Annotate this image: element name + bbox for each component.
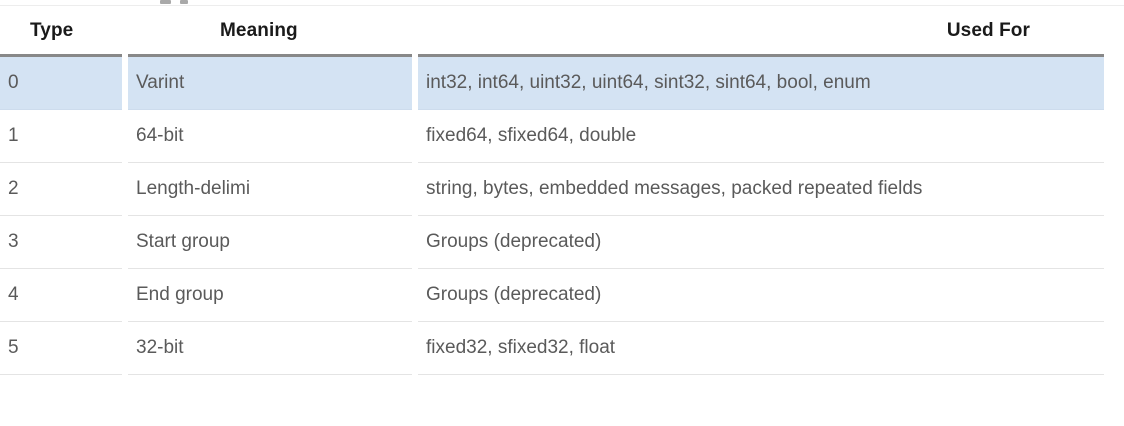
cell-type: 3 xyxy=(0,216,122,269)
table-row: 2 Length-delimi string, bytes, embedded … xyxy=(0,163,1104,216)
column-header-used-for: Used For xyxy=(418,12,1104,57)
cell-used-for: fixed32, sfixed32, float xyxy=(418,322,1104,375)
cell-used-for: string, bytes, embedded messages, packed… xyxy=(418,163,1104,216)
cell-meaning: 64-bit xyxy=(128,110,412,163)
cell-type: 0 xyxy=(0,57,122,110)
cell-meaning: Length-delimi xyxy=(128,163,412,216)
cell-meaning: Start group xyxy=(128,216,412,269)
table-row: 5 32-bit fixed32, sfixed32, float xyxy=(0,322,1104,375)
clipped-glyph-fragment xyxy=(180,0,188,4)
cell-meaning: 32-bit xyxy=(128,322,412,375)
table-body: 0 Varint int32, int64, uint32, uint64, s… xyxy=(0,57,1104,375)
cell-type: 4 xyxy=(0,269,122,322)
column-header-meaning: Meaning xyxy=(128,12,412,57)
cell-used-for: Groups (deprecated) xyxy=(418,269,1104,322)
clipped-text-remnant xyxy=(0,0,1124,6)
cell-used-for: fixed64, sfixed64, double xyxy=(418,110,1104,163)
cell-meaning: End group xyxy=(128,269,412,322)
table-row: 0 Varint int32, int64, uint32, uint64, s… xyxy=(0,57,1104,110)
table-row: 3 Start group Groups (deprecated) xyxy=(0,216,1104,269)
clipped-glyph-fragment xyxy=(160,0,171,4)
cell-type: 5 xyxy=(0,322,122,375)
table-header-row: Type Meaning Used For xyxy=(0,12,1104,57)
cell-meaning: Varint xyxy=(128,57,412,110)
top-hairline-divider xyxy=(0,5,1124,6)
table-row: 1 64-bit fixed64, sfixed64, double xyxy=(0,110,1104,163)
cell-type: 1 xyxy=(0,110,122,163)
wire-type-table-container: Type Meaning Used For 0 Varint int32, in… xyxy=(0,12,1104,375)
wire-type-table: Type Meaning Used For 0 Varint int32, in… xyxy=(0,12,1110,375)
table-header: Type Meaning Used For xyxy=(0,12,1104,57)
cell-used-for: Groups (deprecated) xyxy=(418,216,1104,269)
table-row: 4 End group Groups (deprecated) xyxy=(0,269,1104,322)
cell-used-for: int32, int64, uint32, uint64, sint32, si… xyxy=(418,57,1104,110)
column-header-type: Type xyxy=(0,12,122,57)
cell-type: 2 xyxy=(0,163,122,216)
